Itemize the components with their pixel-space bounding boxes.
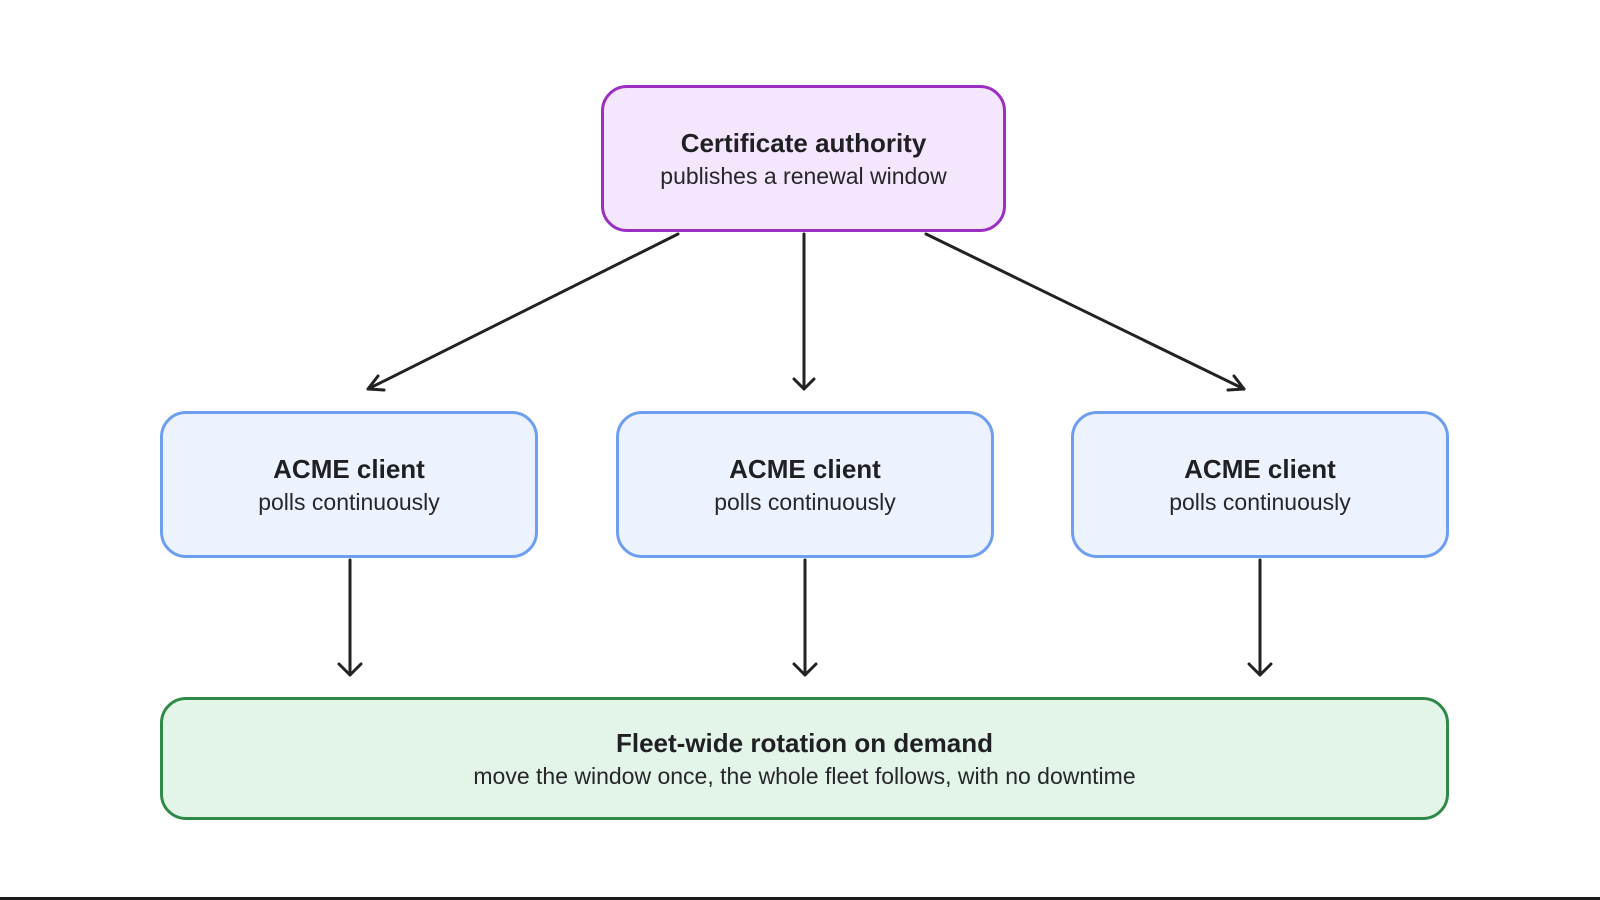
arrow-client-3-to-fleet (1247, 558, 1273, 677)
acme-client-subtitle: polls continuously (258, 488, 440, 515)
certificate-authority-title: Certificate authority (680, 127, 927, 158)
arrow-ca-to-client-3 (924, 232, 1246, 392)
acme-client-title: ACME client (273, 453, 425, 484)
arrow-ca-to-client-1 (366, 232, 680, 392)
certificate-authority-node: Certificate authority publishes a renewa… (601, 85, 1006, 232)
acme-client-node-1: ACME client polls continuously (160, 411, 538, 558)
fleet-rotation-subtitle: move the window once, the whole fleet fo… (473, 762, 1136, 789)
fleet-rotation-node: Fleet-wide rotation on demand move the w… (160, 697, 1449, 820)
arrow-ca-to-client-2 (792, 232, 816, 391)
acme-client-subtitle: polls continuously (714, 488, 896, 515)
acme-client-title: ACME client (1184, 453, 1336, 484)
acme-client-title: ACME client (729, 453, 881, 484)
acme-client-node-2: ACME client polls continuously (616, 411, 994, 558)
arrow-client-2-to-fleet (792, 558, 818, 677)
certificate-authority-subtitle: publishes a renewal window (660, 162, 947, 189)
acme-client-node-3: ACME client polls continuously (1071, 411, 1449, 558)
acme-client-subtitle: polls continuously (1169, 488, 1351, 515)
bottom-divider (0, 897, 1600, 900)
fleet-rotation-title: Fleet-wide rotation on demand (615, 727, 993, 758)
arrow-client-1-to-fleet (337, 558, 363, 677)
